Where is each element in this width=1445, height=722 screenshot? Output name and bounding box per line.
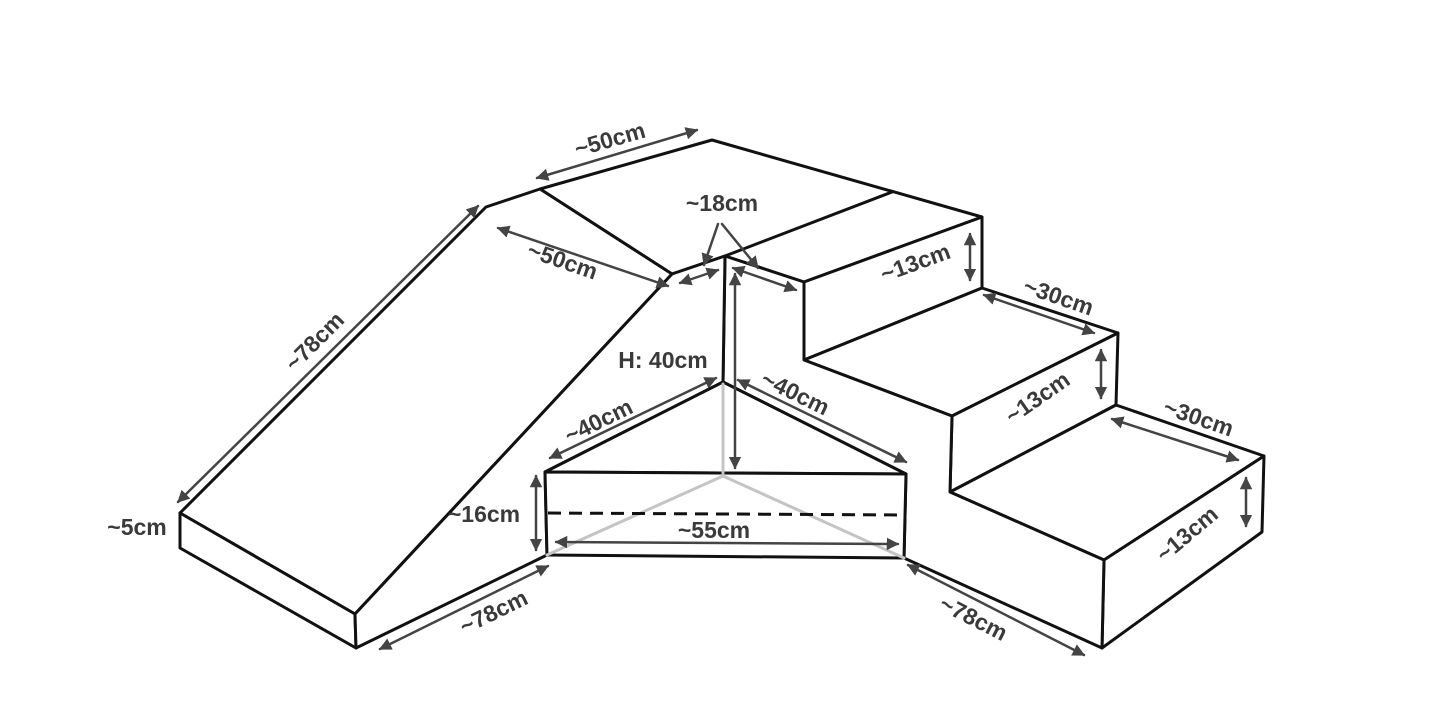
- label-wedge-height: ~16cm: [448, 501, 520, 527]
- dim-wedge-left: [548, 376, 718, 460]
- label-height: H: 40cm: [618, 347, 707, 373]
- label-center-gap: ~18cm: [686, 190, 758, 216]
- dim-gap-left-pointer: [701, 222, 720, 267]
- dim-ramp-length: [176, 204, 480, 504]
- dim-wedge-right: [736, 378, 908, 464]
- dim-top-width: [535, 127, 699, 181]
- dim-wedge-width: [554, 535, 900, 551]
- wedge-mid-line: [547, 511, 906, 517]
- dim-step3-depth: [1110, 416, 1240, 463]
- dimension-lines: [176, 127, 1253, 657]
- dim-base-left: [378, 564, 550, 651]
- dim-ramp-top-width: [496, 225, 670, 289]
- dim-base-right: [906, 563, 1086, 657]
- label-wedge-width: ~55cm: [678, 517, 750, 543]
- label-ramp-end-height: ~5cm: [107, 514, 166, 540]
- dim-gap-left: [678, 267, 720, 286]
- dim-gap-right: [731, 265, 798, 293]
- dim-gap-right-pointer: [720, 222, 760, 270]
- dim-step2-depth: [982, 292, 1096, 336]
- stair-top-divider: [723, 190, 894, 258]
